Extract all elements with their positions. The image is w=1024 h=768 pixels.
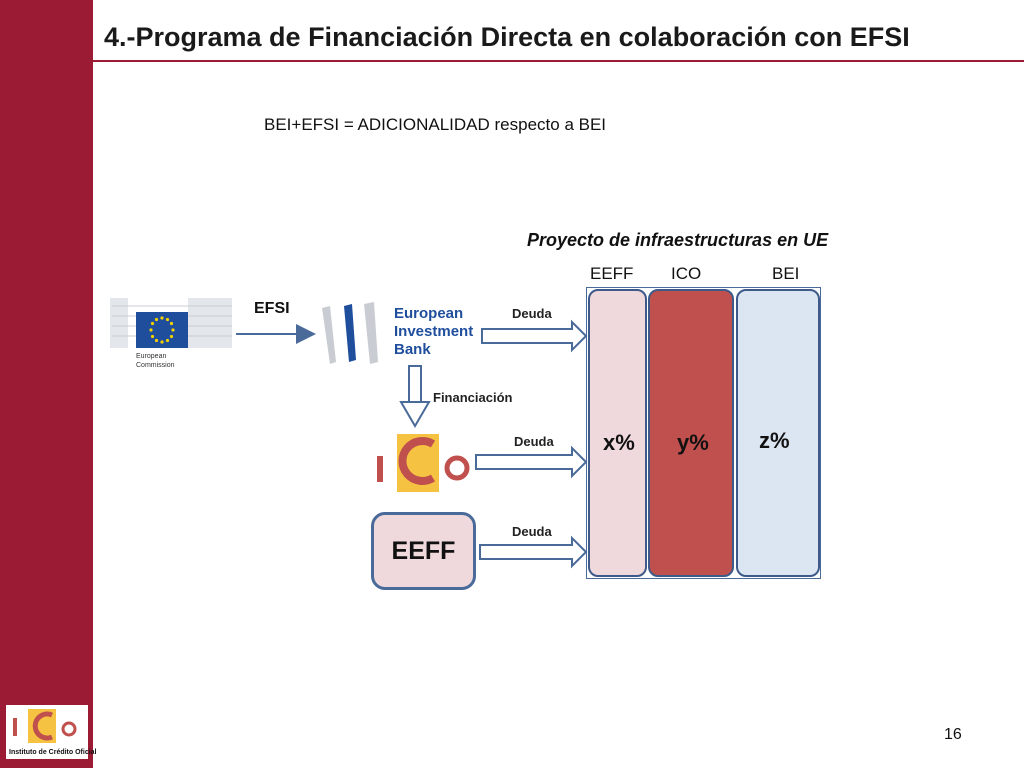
efsi-label: EFSI — [254, 300, 290, 317]
slide-subtitle: BEI+EFSI = ADICIONALIDAD respecto a BEI — [264, 115, 607, 134]
title-rule — [93, 60, 1024, 62]
column-head-bei: BEI — [772, 264, 800, 283]
arrow-ico-debt — [475, 445, 588, 479]
arrow-eib-to-ico — [399, 365, 431, 428]
european-commission-logo: European Commission — [108, 296, 234, 372]
column-head-eeff: EEFF — [590, 264, 634, 283]
debt-label-ico: Deuda — [514, 434, 554, 449]
sidebar-band — [0, 0, 93, 768]
ico-logo — [377, 434, 470, 492]
bars-frame — [586, 287, 821, 579]
arrow-eib-debt — [481, 319, 588, 353]
bar-eeff — [588, 289, 647, 577]
eib-logo: European Investment Bank — [322, 302, 473, 364]
column-head-ico: ICO — [671, 264, 702, 283]
ec-logo-line2: Commission — [136, 362, 175, 369]
project-title: Proyecto de infraestructuras en UE — [527, 230, 829, 250]
arrow-eeff-debt — [479, 535, 588, 569]
bar-bei — [736, 289, 820, 577]
financing-label: Financiación — [433, 390, 513, 405]
eib-logo-line3: Bank — [394, 341, 431, 358]
value-ico: y% — [677, 430, 709, 455]
value-bei: z% — [759, 428, 790, 453]
footer-ico-logo: Instituto de Crédito Oficial — [6, 705, 97, 759]
debt-label-eeff: Deuda — [512, 524, 552, 539]
slide-title: 4.-Programa de Financiación Directa en c… — [104, 22, 910, 52]
eeff-box: EEFF — [371, 512, 476, 590]
eib-logo-line2: Investment — [394, 323, 473, 340]
eib-logo-line1: European — [394, 305, 463, 322]
value-eeff: x% — [603, 430, 635, 455]
bar-ico — [648, 289, 734, 577]
eu-stars — [149, 316, 175, 344]
footer-ico-caption: Instituto de Crédito Oficial — [9, 749, 97, 756]
page-number: 16 — [944, 726, 962, 743]
debt-label-eib: Deuda — [512, 306, 552, 321]
ec-logo-line1: European — [136, 353, 166, 360]
